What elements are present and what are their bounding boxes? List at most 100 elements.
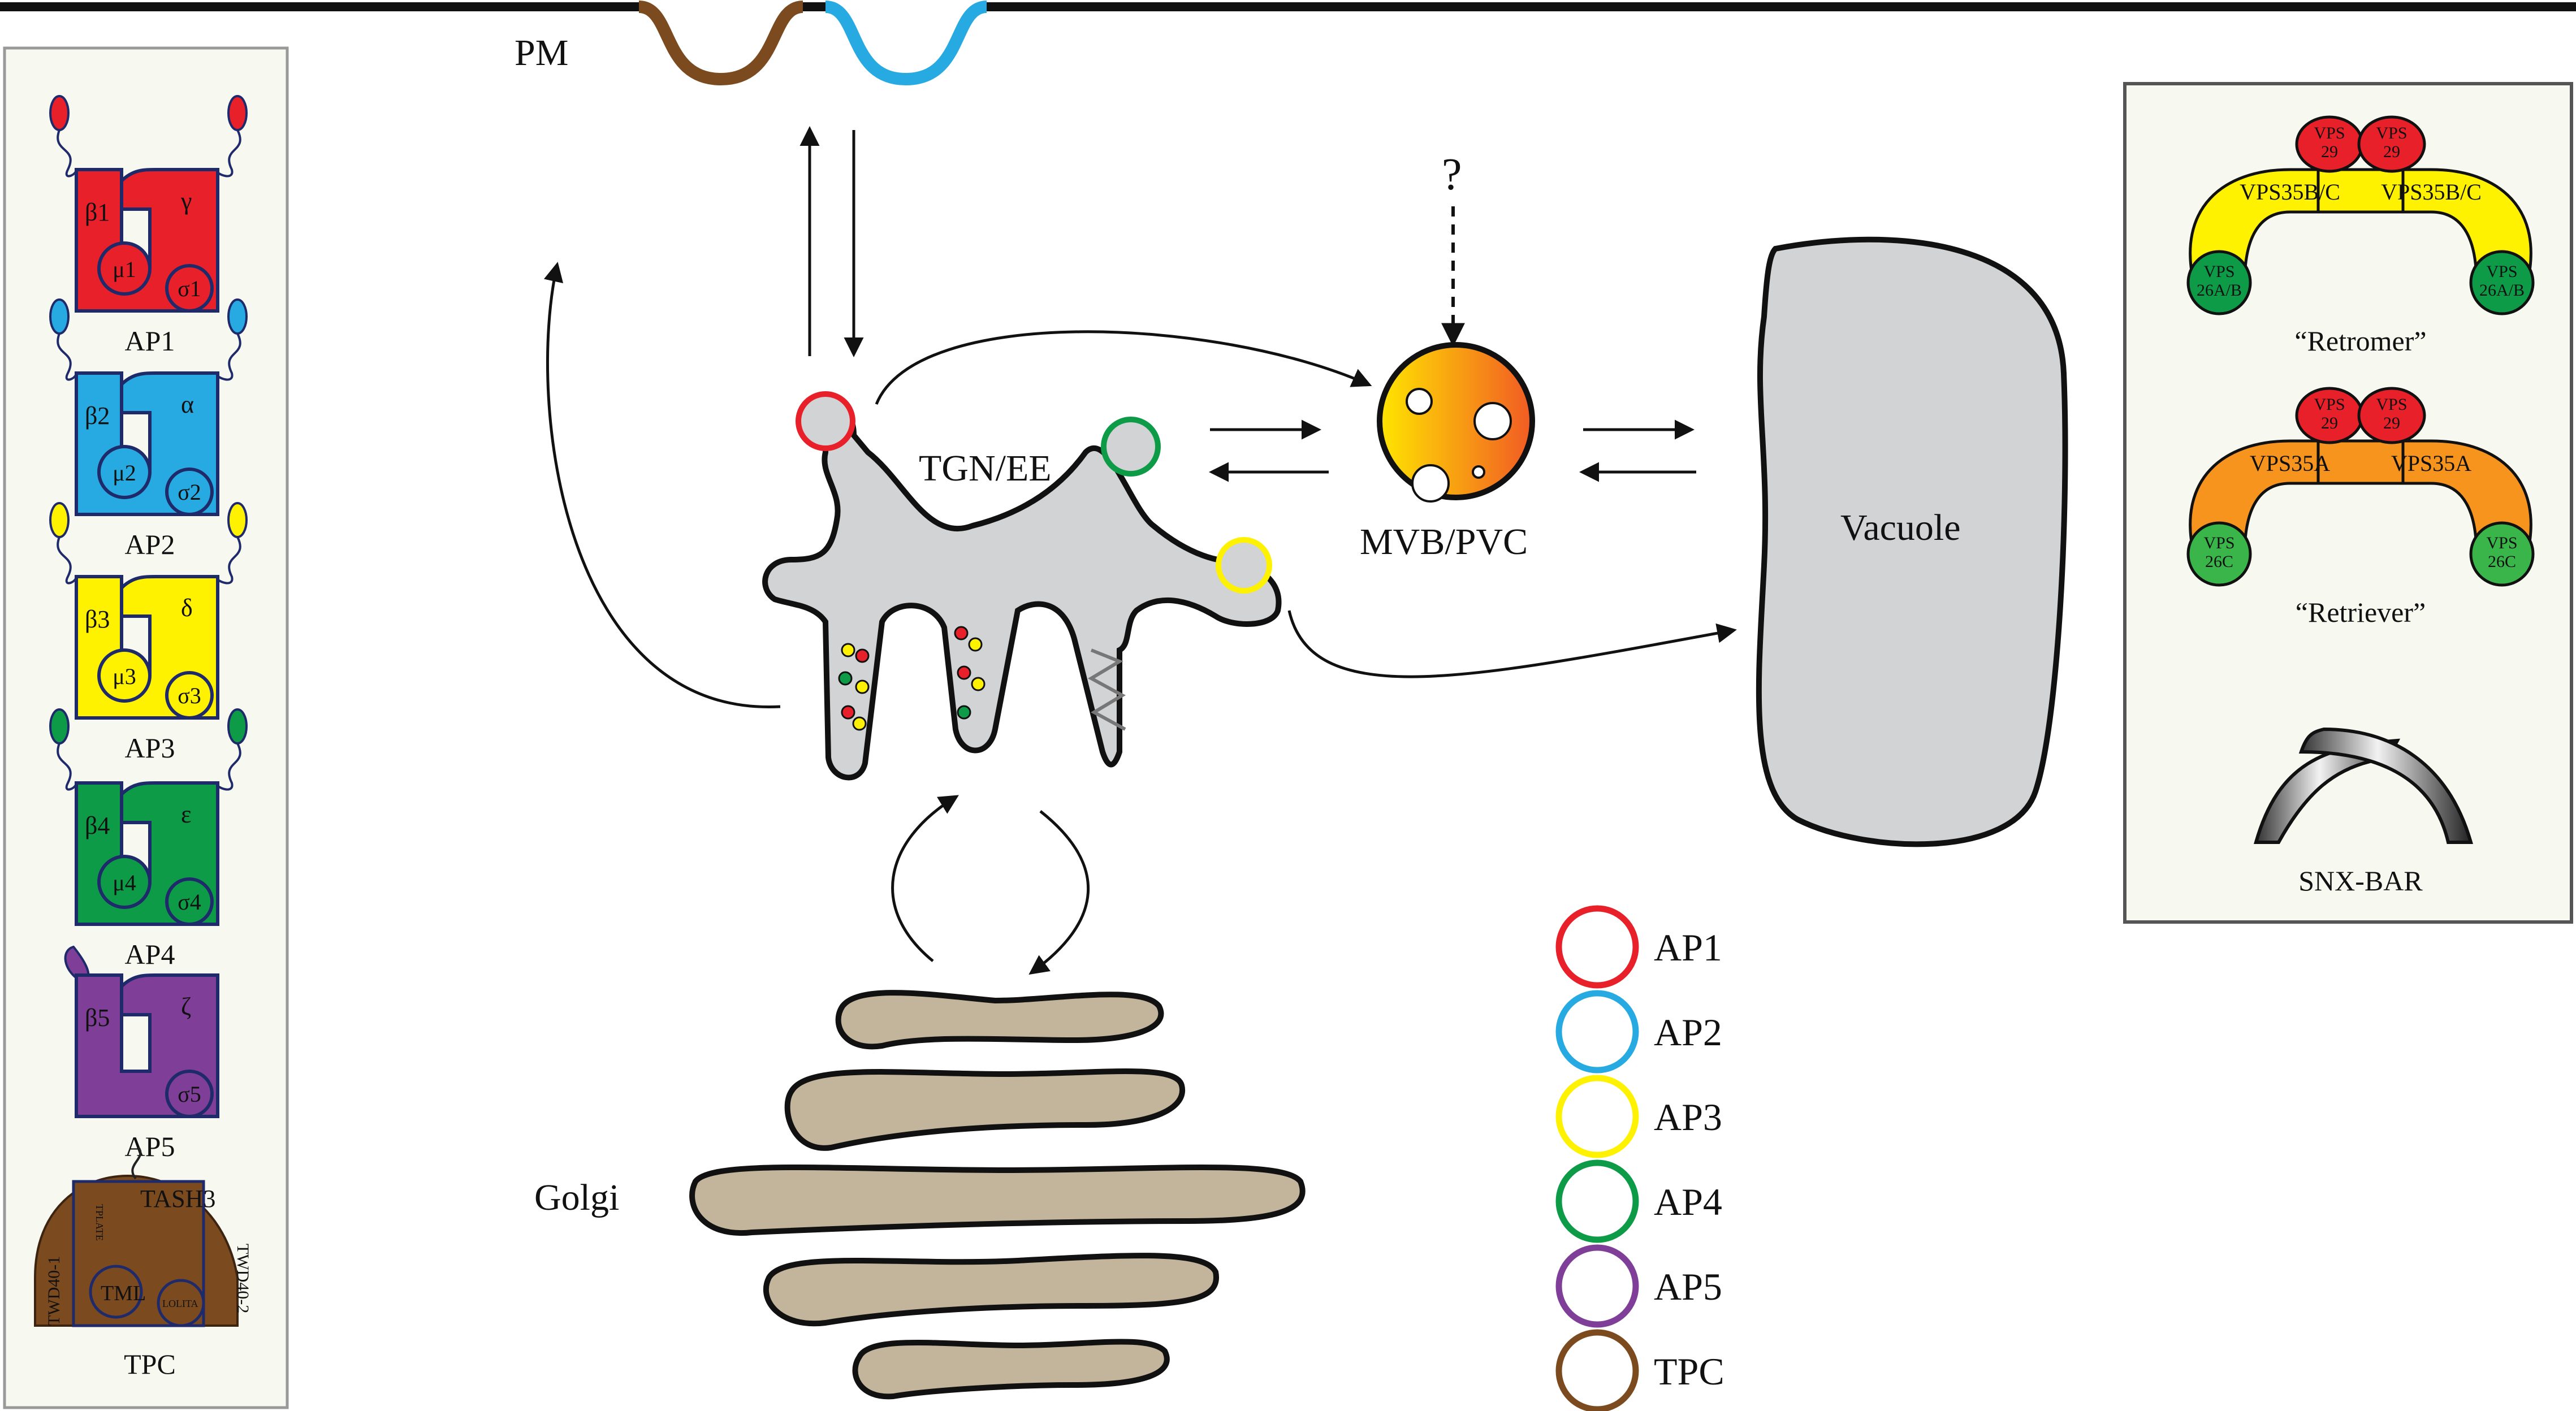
legend-label: TPC (1654, 1350, 1724, 1393)
tgn-to-pm-curved-arrow (543, 262, 781, 708)
mu-subunit-label: μ1 (113, 257, 136, 282)
vacuole: Vacuole (1756, 236, 2068, 847)
mvb-pvc: MVB/PVC ? (1360, 150, 1535, 562)
sigma-subunit-label: σ4 (178, 889, 201, 915)
legend-ring-icon (1555, 990, 1639, 1074)
tpc-subunit-lolita: LOLITA (162, 1298, 198, 1309)
sigma-subunit-label: σ2 (178, 479, 201, 505)
ap-coat-beads (838, 626, 1126, 731)
vps29-label: 29 (2321, 414, 2338, 432)
legend-label: AP4 (1654, 1180, 1722, 1223)
vps26-label: VPS (2486, 262, 2517, 281)
legend-item-ap5: AP5 (1555, 1244, 1722, 1328)
tgn-to-vacuole-arrow (1287, 610, 1737, 678)
legend-ring-icon (1555, 1075, 1639, 1158)
hinge-linker (214, 129, 241, 178)
vps26-label: 26C (2205, 552, 2233, 571)
vps29-label: 29 (2383, 414, 2400, 432)
legend-ring-icon (1555, 1159, 1639, 1243)
mu-subunit-icon (97, 855, 152, 909)
legend-label: AP3 (1654, 1096, 1722, 1139)
pathway-arrows (543, 126, 1737, 975)
hinge-linker (214, 743, 241, 791)
vps26-icon (2186, 521, 2252, 587)
ap-complex-label: AP1 (125, 325, 175, 357)
large-subunit-label: ζ (181, 993, 191, 1020)
ap-complex-label: AP5 (125, 1131, 175, 1162)
legend-ring-icon (1555, 1329, 1639, 1411)
vps29-label: 29 (2321, 142, 2338, 161)
vps29-label: VPS (2376, 124, 2407, 142)
legend-item-ap3: AP3 (1555, 1075, 1722, 1158)
vps35-right-label: VPS35B/C (2381, 179, 2482, 205)
hinge-linker (214, 536, 241, 585)
ear-appendage-icon (227, 298, 248, 335)
tgn-to-mvb-arrow (875, 330, 1372, 405)
vps26-label: VPS (2203, 262, 2234, 281)
vps26-label: 26A/B (2197, 281, 2242, 300)
tpc-subunit-tml: TML (101, 1282, 146, 1305)
snx-bar-label: SNX-BAR (2298, 865, 2423, 897)
ear-appendage-icon (49, 298, 70, 335)
sigma-subunit-label: σ1 (178, 276, 201, 301)
ear-appendage-icon (49, 708, 70, 745)
beta-subunit-label: β3 (85, 605, 110, 633)
sigma-subunit-label: σ5 (178, 1081, 201, 1107)
vps29-icon (2357, 387, 2426, 444)
beta-subunit-label: β4 (85, 812, 110, 839)
mu-subunit-icon (97, 241, 152, 296)
sigma-subunit-icon (165, 877, 214, 926)
sigma-subunit-icon (165, 671, 214, 720)
hinge-linker (57, 129, 77, 178)
tpc-subunit-tplate: TPLATE (94, 1204, 105, 1241)
question-mark: ? (1442, 150, 1462, 200)
legend-item-ap2: AP2 (1555, 990, 1722, 1074)
large-subunit-label: α (181, 391, 194, 418)
beta-subunit-label: β2 (85, 402, 110, 430)
legend-label: AP1 (1654, 926, 1722, 969)
retriever-label: “Retriever” (2296, 596, 2426, 628)
vps26-icon (2469, 250, 2535, 315)
vps29-label: VPS (2376, 395, 2407, 414)
tgn-to-golgi-arrow (1028, 810, 1090, 975)
golgi-label: Golgi (534, 1177, 619, 1218)
mu-subunit-label: μ2 (113, 460, 136, 486)
sigma-subunit-icon (165, 468, 214, 516)
ear-appendage-icon (49, 95, 70, 131)
sigma-subunit-icon (165, 264, 214, 313)
legend-item-ap1: AP1 (1555, 905, 1722, 989)
hinge-linker (214, 333, 241, 381)
legend-item-ap4: AP4 (1555, 1159, 1722, 1243)
tpc-subunit-twd40-2: TWD40-2 (234, 1244, 252, 1313)
vps26-label: VPS (2486, 534, 2517, 552)
mu-subunit-icon (97, 445, 152, 499)
snx-bar: SNX-BAR (2254, 727, 2473, 897)
vps26-icon (2186, 250, 2252, 315)
tpc-complex: TWD40-1 TWD40-2 TPLATE TASH3 TML LOLITA … (34, 1146, 252, 1380)
legend-ring-icon (1555, 1244, 1639, 1328)
ear-appendage-icon (227, 502, 248, 538)
vps35-right-label: VPS35A (2391, 451, 2471, 476)
vps29-label: VPS (2314, 124, 2345, 142)
legend-ring-icon (1555, 905, 1639, 989)
vps29-label: VPS (2314, 395, 2345, 414)
sigma-subunit-label: σ3 (178, 683, 201, 708)
vps29-label: 29 (2383, 142, 2400, 161)
ap2-coated-pit (824, 1, 988, 86)
retromer-label: “Retromer” (2294, 325, 2426, 357)
pm-label: PM (515, 32, 568, 73)
beta-subunit-label: β5 (85, 1004, 110, 1032)
hinge-linker (57, 743, 77, 791)
vps35-left-label: VPS35B/C (2240, 179, 2340, 205)
large-subunit-label: δ (181, 594, 193, 622)
vps26-label: 26A/B (2479, 281, 2525, 300)
sigma-subunit-icon (165, 1070, 214, 1118)
